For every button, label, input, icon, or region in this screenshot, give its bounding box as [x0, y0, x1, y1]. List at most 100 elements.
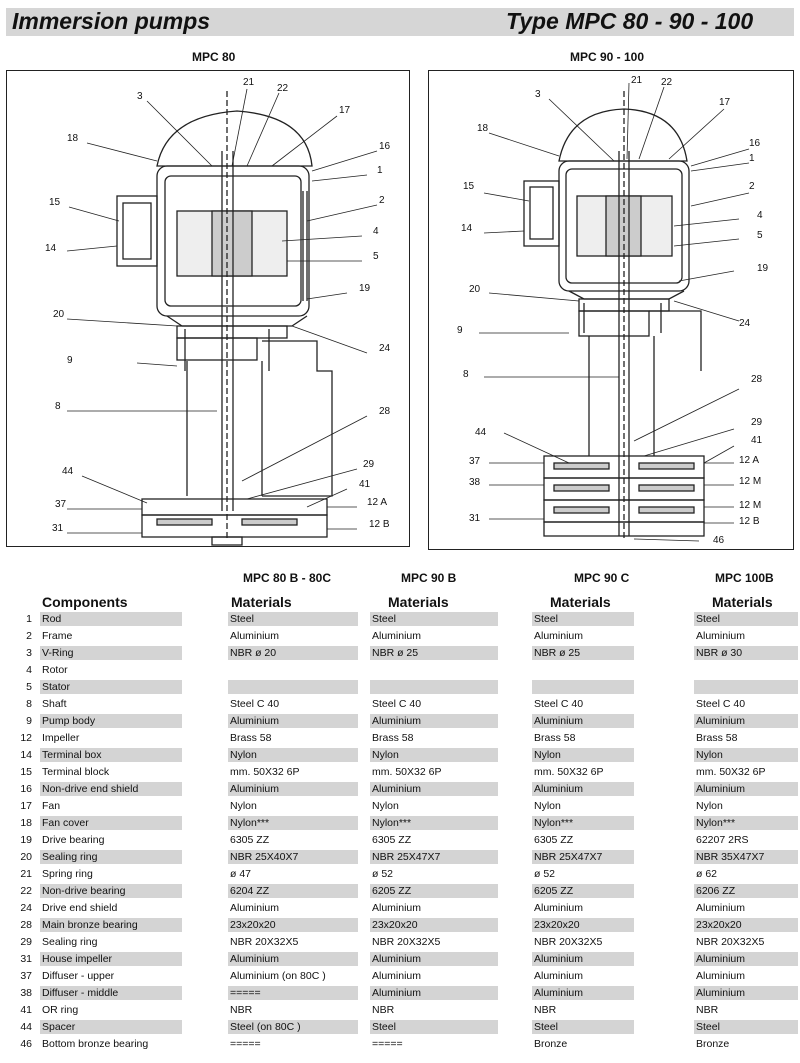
- component-number: 24: [20, 902, 32, 914]
- material-cell: NBR ø 25: [534, 647, 581, 659]
- component-number: 38: [20, 987, 32, 999]
- right-diagram-label: MPC 90 - 100: [570, 50, 645, 64]
- material-cell: 6204 ZZ: [230, 885, 270, 897]
- component-name: Non-drive end shield: [42, 783, 139, 795]
- component-name: Main bronze bearing: [42, 919, 138, 931]
- callout-label: 19: [757, 263, 769, 274]
- page-header: Immersion pumps Type MPC 80 - 90 - 100: [6, 8, 794, 36]
- callout-leader-line: [703, 445, 735, 464]
- callout-label: 37: [469, 456, 481, 467]
- material-cell: Nylon: [534, 749, 561, 761]
- material-cell: Aluminium: [534, 953, 584, 965]
- row-shading: [532, 782, 634, 796]
- row-shading: [40, 714, 182, 728]
- row-shading: [694, 850, 798, 864]
- callout-leader-line: [673, 300, 740, 322]
- material-cell: Aluminium: [534, 783, 584, 795]
- callout-leader-line: [231, 88, 248, 167]
- callout-label: 18: [67, 133, 79, 144]
- material-cell: Aluminium: [372, 783, 422, 795]
- component-name: Terminal block: [42, 766, 110, 778]
- row-shading: [228, 952, 358, 966]
- row-shading: [370, 612, 498, 626]
- material-cell: Steel: [696, 1021, 720, 1033]
- row-shading: [694, 952, 798, 966]
- callout-leader-line: [488, 292, 580, 302]
- callout-label: 12 B: [739, 516, 760, 527]
- material-cell: Aluminium: [372, 715, 422, 727]
- callout-leader-line: [311, 174, 368, 182]
- material-cell: Aluminium: [372, 970, 422, 982]
- material-cell: Steel: [534, 613, 558, 625]
- material-cell: Aluminium: [372, 902, 422, 914]
- row-shading: [370, 918, 498, 932]
- material-cell: Steel: [230, 613, 254, 625]
- row-shading: [532, 1020, 634, 1034]
- row-shading: [40, 986, 182, 1000]
- callout-leader-line: [146, 100, 213, 167]
- material-cell: Nylon: [534, 800, 561, 812]
- material-cell: ø 52: [372, 868, 394, 880]
- component-number: 16: [20, 783, 32, 795]
- material-cell: Nylon: [230, 749, 257, 761]
- component-name: Drive bearing: [42, 834, 105, 846]
- component-number: 29: [20, 936, 32, 948]
- materials-header-1: Materials: [231, 594, 292, 610]
- row-shading: [694, 986, 798, 1000]
- callout-leader-line: [488, 132, 560, 157]
- material-cell: mm. 50X32 6P: [372, 766, 442, 778]
- row-shading: [40, 680, 182, 694]
- component-number: 46: [20, 1038, 32, 1050]
- row-shading: [40, 918, 182, 932]
- materials-header-3: Materials: [550, 594, 611, 610]
- material-cell: Aluminium (on 80C ): [230, 970, 326, 982]
- material-cell: 6206 ZZ: [696, 885, 736, 897]
- row-shading: [370, 748, 498, 762]
- material-cell: Nylon***: [230, 817, 270, 829]
- callout-leader-line: [548, 98, 615, 162]
- material-cell: NBR 20X32X5: [372, 936, 441, 948]
- callout-label: 4: [757, 210, 763, 221]
- material-cell: NBR: [372, 1004, 395, 1016]
- component-number: 31: [20, 953, 32, 965]
- row-shading: [694, 782, 798, 796]
- callout-label: 3: [137, 91, 143, 102]
- callout-label: 12 A: [367, 497, 387, 508]
- callout-label: 3: [535, 89, 541, 100]
- callout-label: 12 M: [739, 476, 761, 487]
- row-shading: [694, 646, 798, 660]
- callout-leader-line: [643, 428, 735, 457]
- callout-label: 14: [45, 243, 57, 254]
- row-shading: [228, 816, 358, 830]
- component-number: 8: [26, 698, 32, 710]
- callout-leader-line: [306, 292, 348, 300]
- material-cell: Bronze: [696, 1038, 730, 1050]
- material-cell: 6305 ZZ: [534, 834, 574, 846]
- component-name: Frame: [42, 630, 73, 642]
- component-name: Spring ring: [42, 868, 93, 880]
- component-number: 9: [26, 715, 32, 727]
- row-shading: [370, 986, 498, 1000]
- callout-leader-line: [483, 192, 530, 202]
- material-cell: =====: [230, 1038, 261, 1050]
- row-shading: [40, 782, 182, 796]
- callout-leader-line: [246, 468, 358, 500]
- row-shading: [228, 986, 358, 1000]
- material-cell: Brass 58: [230, 732, 272, 744]
- left-diagram-label: MPC 80: [192, 50, 236, 64]
- callout-label: 41: [751, 435, 763, 446]
- callout-leader-line: [241, 415, 368, 482]
- callout-leader-line: [690, 148, 750, 167]
- material-cell: NBR 20X32X5: [696, 936, 765, 948]
- material-cell: Aluminium: [696, 970, 746, 982]
